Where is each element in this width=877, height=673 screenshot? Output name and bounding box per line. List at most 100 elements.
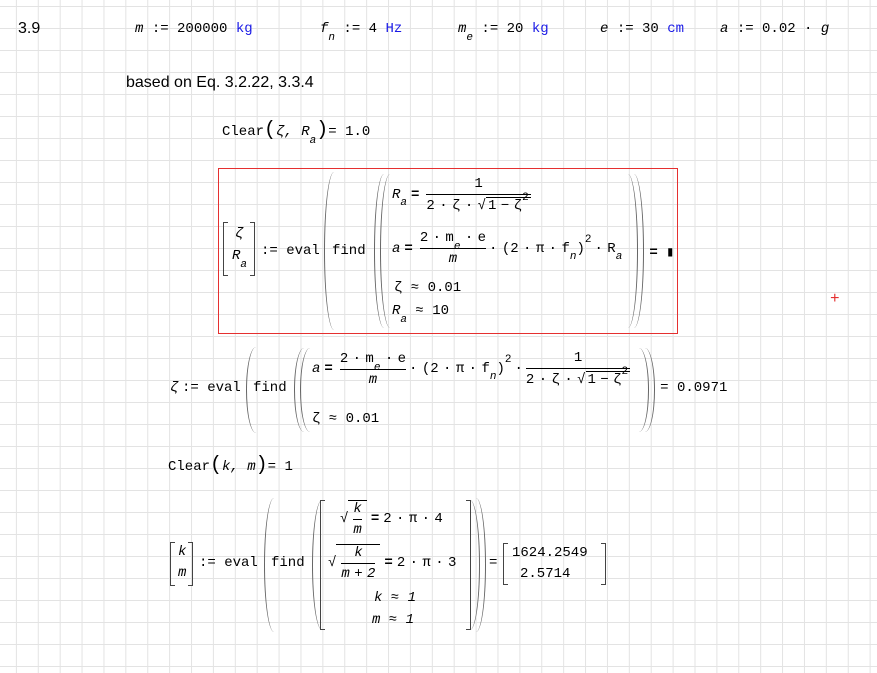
value: 0.02 ·	[762, 21, 813, 37]
result-k: 1624.2549	[512, 545, 588, 561]
paren-right	[639, 348, 650, 432]
op: :=	[481, 21, 499, 37]
def-fn[interactable]: fn := 4 Hz	[320, 21, 403, 44]
den: 2 · ζ ·	[426, 198, 474, 214]
bold-equals: =	[411, 187, 420, 203]
paren-right	[628, 174, 639, 328]
bold-equals: =	[384, 555, 393, 571]
sub: n	[569, 250, 577, 263]
equals: =	[489, 555, 498, 571]
text-note[interactable]: based on Eq. 3.2.22, 3.3.4	[126, 74, 314, 91]
sub: a	[400, 197, 408, 209]
unit: kg	[235, 21, 253, 37]
lhs: R	[392, 187, 401, 203]
crosshair-cursor-icon: +	[830, 290, 840, 308]
def-me[interactable]: me := 20 kg	[458, 21, 549, 44]
sub: a	[240, 259, 248, 271]
op: :=	[343, 21, 361, 37]
den: 2 · ζ ·	[525, 372, 573, 388]
num: k	[353, 501, 362, 517]
args: ζ,	[276, 124, 302, 140]
num: · e	[460, 230, 487, 246]
def-m[interactable]: m := 200000 kg	[135, 21, 253, 37]
var: R	[392, 303, 401, 319]
var: m	[458, 21, 467, 37]
value: 4	[368, 21, 378, 37]
rhs: 2 · π · 4	[383, 511, 443, 527]
guess-m[interactable]: m ≈ 1	[372, 612, 415, 628]
paren-left	[312, 500, 322, 630]
value: 30	[642, 21, 659, 37]
dot: ·	[514, 361, 523, 377]
tail: · R	[594, 240, 616, 257]
value: ≈ 10	[407, 303, 450, 319]
assign-eval: := eval	[261, 243, 320, 259]
lhs-k: k	[178, 544, 187, 560]
var: a	[720, 21, 729, 37]
factor: · (2 · π · f	[489, 240, 570, 257]
guess-zeta[interactable]: ζ ≈ 0.01	[312, 411, 380, 427]
paren: )	[576, 240, 585, 257]
var: m	[135, 21, 144, 37]
fn: Clear	[168, 459, 211, 475]
sub: e	[466, 32, 474, 44]
result-placeholder[interactable]: = ▮	[649, 245, 675, 261]
factor: · (2 · π · f	[409, 361, 490, 377]
op: :=	[736, 21, 754, 37]
op: :=	[151, 21, 169, 37]
matrix-bracket-left	[320, 500, 325, 630]
lhs-Ra: Ra	[232, 248, 247, 271]
brace-left	[380, 174, 390, 328]
value: 200000	[177, 21, 228, 37]
var: R	[232, 248, 241, 264]
paren-right	[470, 500, 480, 630]
paren-left	[374, 174, 384, 328]
unit: kg	[531, 21, 549, 37]
def-a[interactable]: a := 0.02 · g	[720, 21, 829, 37]
guess-k[interactable]: k ≈ 1	[374, 590, 417, 606]
paren: )	[496, 361, 505, 377]
matrix-bracket-right	[188, 542, 193, 586]
result-bracket-left	[503, 543, 508, 585]
def-e[interactable]: e := 30 cm	[600, 21, 684, 37]
rhs: 2 · π · 3	[396, 555, 457, 571]
lhs-zeta: ζ	[170, 380, 179, 396]
value: 20	[506, 21, 524, 37]
var: e	[600, 21, 609, 37]
lhs: a	[312, 361, 321, 377]
num: 2 · m	[419, 230, 454, 246]
exp: 2	[504, 354, 512, 366]
find-keyword: find	[271, 555, 305, 571]
clear-statement-1[interactable]: Clear(ζ, Ra)= 1.0	[222, 119, 371, 147]
num: 2 · m	[339, 350, 374, 367]
fn: Clear	[222, 124, 265, 140]
unit: Hz	[385, 21, 403, 37]
result-m: 2.5714	[520, 566, 571, 582]
den: m	[368, 371, 378, 388]
paren-left	[264, 498, 274, 632]
guess-zeta[interactable]: ζ ≈ 0.01	[394, 280, 462, 296]
result-zeta: = 0.0971	[660, 380, 728, 396]
sqrt-body: 1 − ζ	[488, 198, 523, 214]
num: 1	[573, 350, 583, 366]
clear-statement-2[interactable]: Clear(k, m)= 1	[168, 454, 293, 477]
result-bracket-right	[601, 543, 606, 585]
sub: n	[489, 371, 497, 383]
sqrt-body: 1 − ζ	[587, 372, 622, 388]
den: m + 2	[341, 566, 376, 582]
result: = 1.0	[328, 124, 371, 140]
selected-region[interactable]	[218, 168, 679, 334]
var: f	[320, 21, 329, 37]
guess-Ra[interactable]: Ra ≈ 10	[392, 303, 450, 326]
matrix-bracket-right	[250, 222, 255, 276]
